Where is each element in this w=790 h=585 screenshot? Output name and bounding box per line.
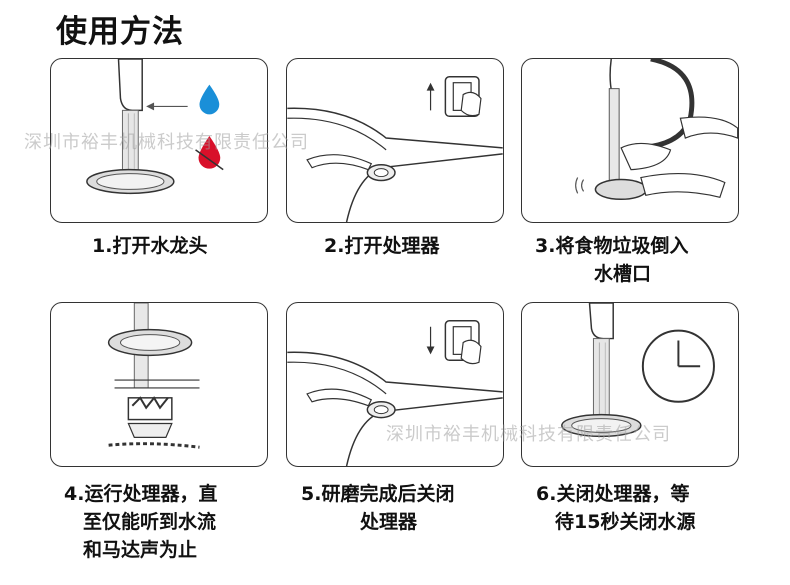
- switch-off-icon: [426, 320, 482, 365]
- step-6-caption: 6.关闭处理器，等 待15秒关闭水源: [536, 483, 696, 533]
- watermark: 深圳市裕丰机械科技有限责任公司: [386, 424, 671, 445]
- switch-on-icon: [426, 76, 482, 118]
- step-5-caption: 5.研磨完成后关闭 处理器: [301, 483, 455, 533]
- watermark: 深圳市裕丰机械科技有限责任公司: [24, 132, 309, 153]
- step-4-caption: 4.运行处理器，直 至仅能听到水流 和马达声为止: [64, 483, 218, 561]
- step-2-caption: 2.打开处理器: [324, 235, 440, 257]
- step-3-caption: 3.将食物垃圾倒入 水槽口: [535, 235, 689, 285]
- page-title: 使用方法: [56, 14, 184, 50]
- step-3-illustration: [521, 58, 739, 223]
- step-1-caption: 1.打开水龙头: [92, 235, 208, 257]
- cold-water-drop-icon: [199, 84, 220, 115]
- step-4-illustration: [50, 302, 268, 467]
- clock-icon: [641, 329, 715, 403]
- step-5-illustration: [286, 302, 504, 467]
- step-2-illustration: [286, 58, 504, 223]
- step-6-illustration: [521, 302, 739, 467]
- step-1-illustration: [50, 58, 268, 223]
- hot-water-drop-icon: [195, 136, 224, 171]
